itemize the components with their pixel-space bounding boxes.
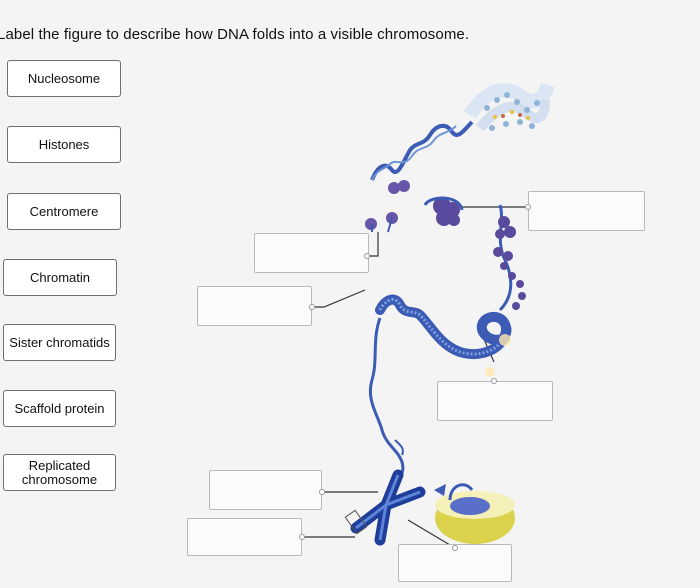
drop-target-5[interactable] [209, 470, 322, 510]
dna-coil [370, 120, 474, 181]
connector-dot [364, 253, 370, 259]
drop-target-1[interactable] [528, 191, 645, 231]
label-chip-text: Histones [38, 136, 90, 152]
instruction-text: Label the figure to describe how DNA fol… [0, 26, 470, 43]
label-chip-text: Nucleosome [27, 70, 101, 86]
label-chip-centromere[interactable]: Centromere [7, 193, 121, 230]
label-chip-nucleosome[interactable]: Nucleosome [7, 60, 121, 97]
leader-line [312, 289, 366, 308]
leader-line [367, 232, 379, 257]
dna-double-helix [463, 82, 555, 132]
connector-dot [319, 489, 325, 495]
drop-target-3[interactable] [197, 286, 312, 326]
nucleosome [433, 197, 460, 226]
drop-target-2[interactable] [254, 233, 369, 273]
label-chip-chromatin[interactable]: Chromatin [3, 259, 117, 296]
label-chip-replicated-chromosome[interactable]: Replicated chromosome [3, 454, 116, 491]
connector-dot [525, 204, 531, 210]
chromatin-fiber [375, 294, 512, 359]
label-chip-text: Sister chromatids [9, 334, 110, 350]
label-chip-sister-chromatids[interactable]: Sister chromatids [3, 324, 116, 361]
label-chip-scaffold-protein[interactable]: Scaffold protein [3, 390, 116, 427]
connector-dot [309, 304, 315, 310]
label-chip-text: Scaffold protein [14, 400, 105, 416]
label-chip-text: Chromatin [30, 269, 90, 285]
replicated-chromosome [344, 469, 426, 546]
label-chip-histones[interactable]: Histones [7, 126, 121, 163]
drop-target-6[interactable] [187, 518, 302, 556]
connector-dot [491, 378, 497, 384]
histone-beads [365, 180, 410, 230]
drop-target-4[interactable] [437, 381, 553, 421]
cell-nucleus [434, 483, 515, 544]
label-chip-text: Centromere [29, 203, 99, 219]
connector-dot [452, 545, 458, 551]
label-chip-text: Replicated chromosome [21, 457, 98, 487]
chromatin-strand [368, 317, 405, 491]
connector-dot [299, 534, 305, 540]
leader-line [407, 519, 456, 549]
